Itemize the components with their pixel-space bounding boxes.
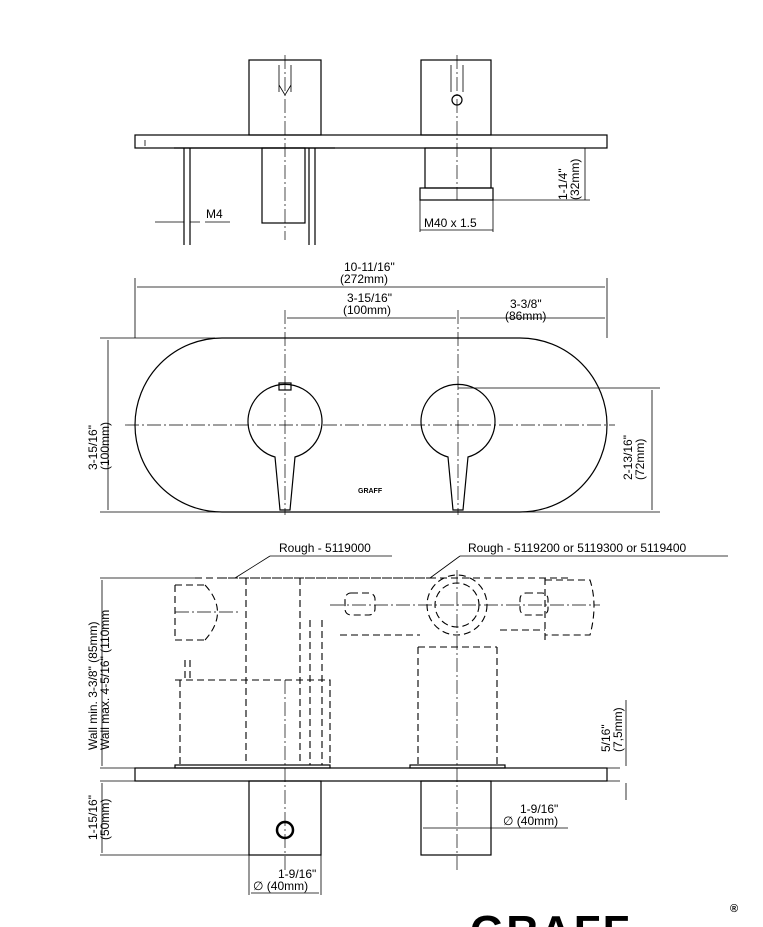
handle-height-mm: (72mm) [633,439,647,480]
center-distance-mm: (100mm) [343,303,391,317]
edge-distance-mm: (86mm) [505,309,546,323]
diameter-right-in: 1-9/16" [520,802,558,816]
depth-in-label: 1-1/4" [556,168,570,200]
front-view: GRAFF 10-11/16" (272mm) 3-15/16" (100mm)… [86,260,660,515]
rough-right-label: Rough - 5119200 or 5119300 or 5119400 [468,541,687,555]
wall-min-label: Wall min. 3-3/8" (85mm) [86,621,100,750]
right-handle-top [420,59,492,136]
rough-left-label: Rough - 5119000 [279,541,371,555]
height-in: 3-15/16" [86,425,100,470]
plate-logo: GRAFF [358,488,383,495]
overall-width-mm: (272mm) [340,272,388,286]
diameter-left-in: 1-9/16" [278,867,316,881]
plate-thickness-mm: (7,5mm) [611,707,625,752]
center-distance-in: 3-15/16" [347,291,392,305]
right-trim-body [420,780,492,856]
right-lever-handle [420,383,496,511]
svg-text:®: ® [730,903,738,915]
projection-mm: (50mm) [98,799,112,840]
handle-height-in: 2-13/16" [621,435,635,480]
depth-mm-label: (32mm) [568,159,582,200]
thread-label: M40 x 1.5 [424,216,477,230]
cover-plate-top [134,134,608,149]
graff-logo: GRAFF ® [470,903,738,927]
cover-plate-side [134,767,608,782]
left-trim-body [248,780,322,856]
diameter-right-mm: ∅ (40mm) [503,814,558,828]
top-view: M4 M40 x 1.5 1-1/4" (32mm) [134,55,608,245]
projection-in: 1-15/16" [86,795,100,840]
m4-label: M4 [206,207,223,221]
diameter-left-mm: ∅ (40mm) [253,879,308,893]
plate-thickness-in: 5/16" [599,724,613,752]
height-mm: (100mm) [98,422,112,470]
overall-width-in: 10-11/16" [344,260,395,274]
svg-text:GRAFF: GRAFF [470,907,632,927]
wall-max-label: Wall max. 4-5/16" (110mm [98,610,112,750]
edge-distance-in: 3-3/8" [510,297,542,311]
side-view: Rough - 5119000 Rough - 5119200 or 51193… [86,541,728,895]
left-lever-handle [247,383,323,511]
